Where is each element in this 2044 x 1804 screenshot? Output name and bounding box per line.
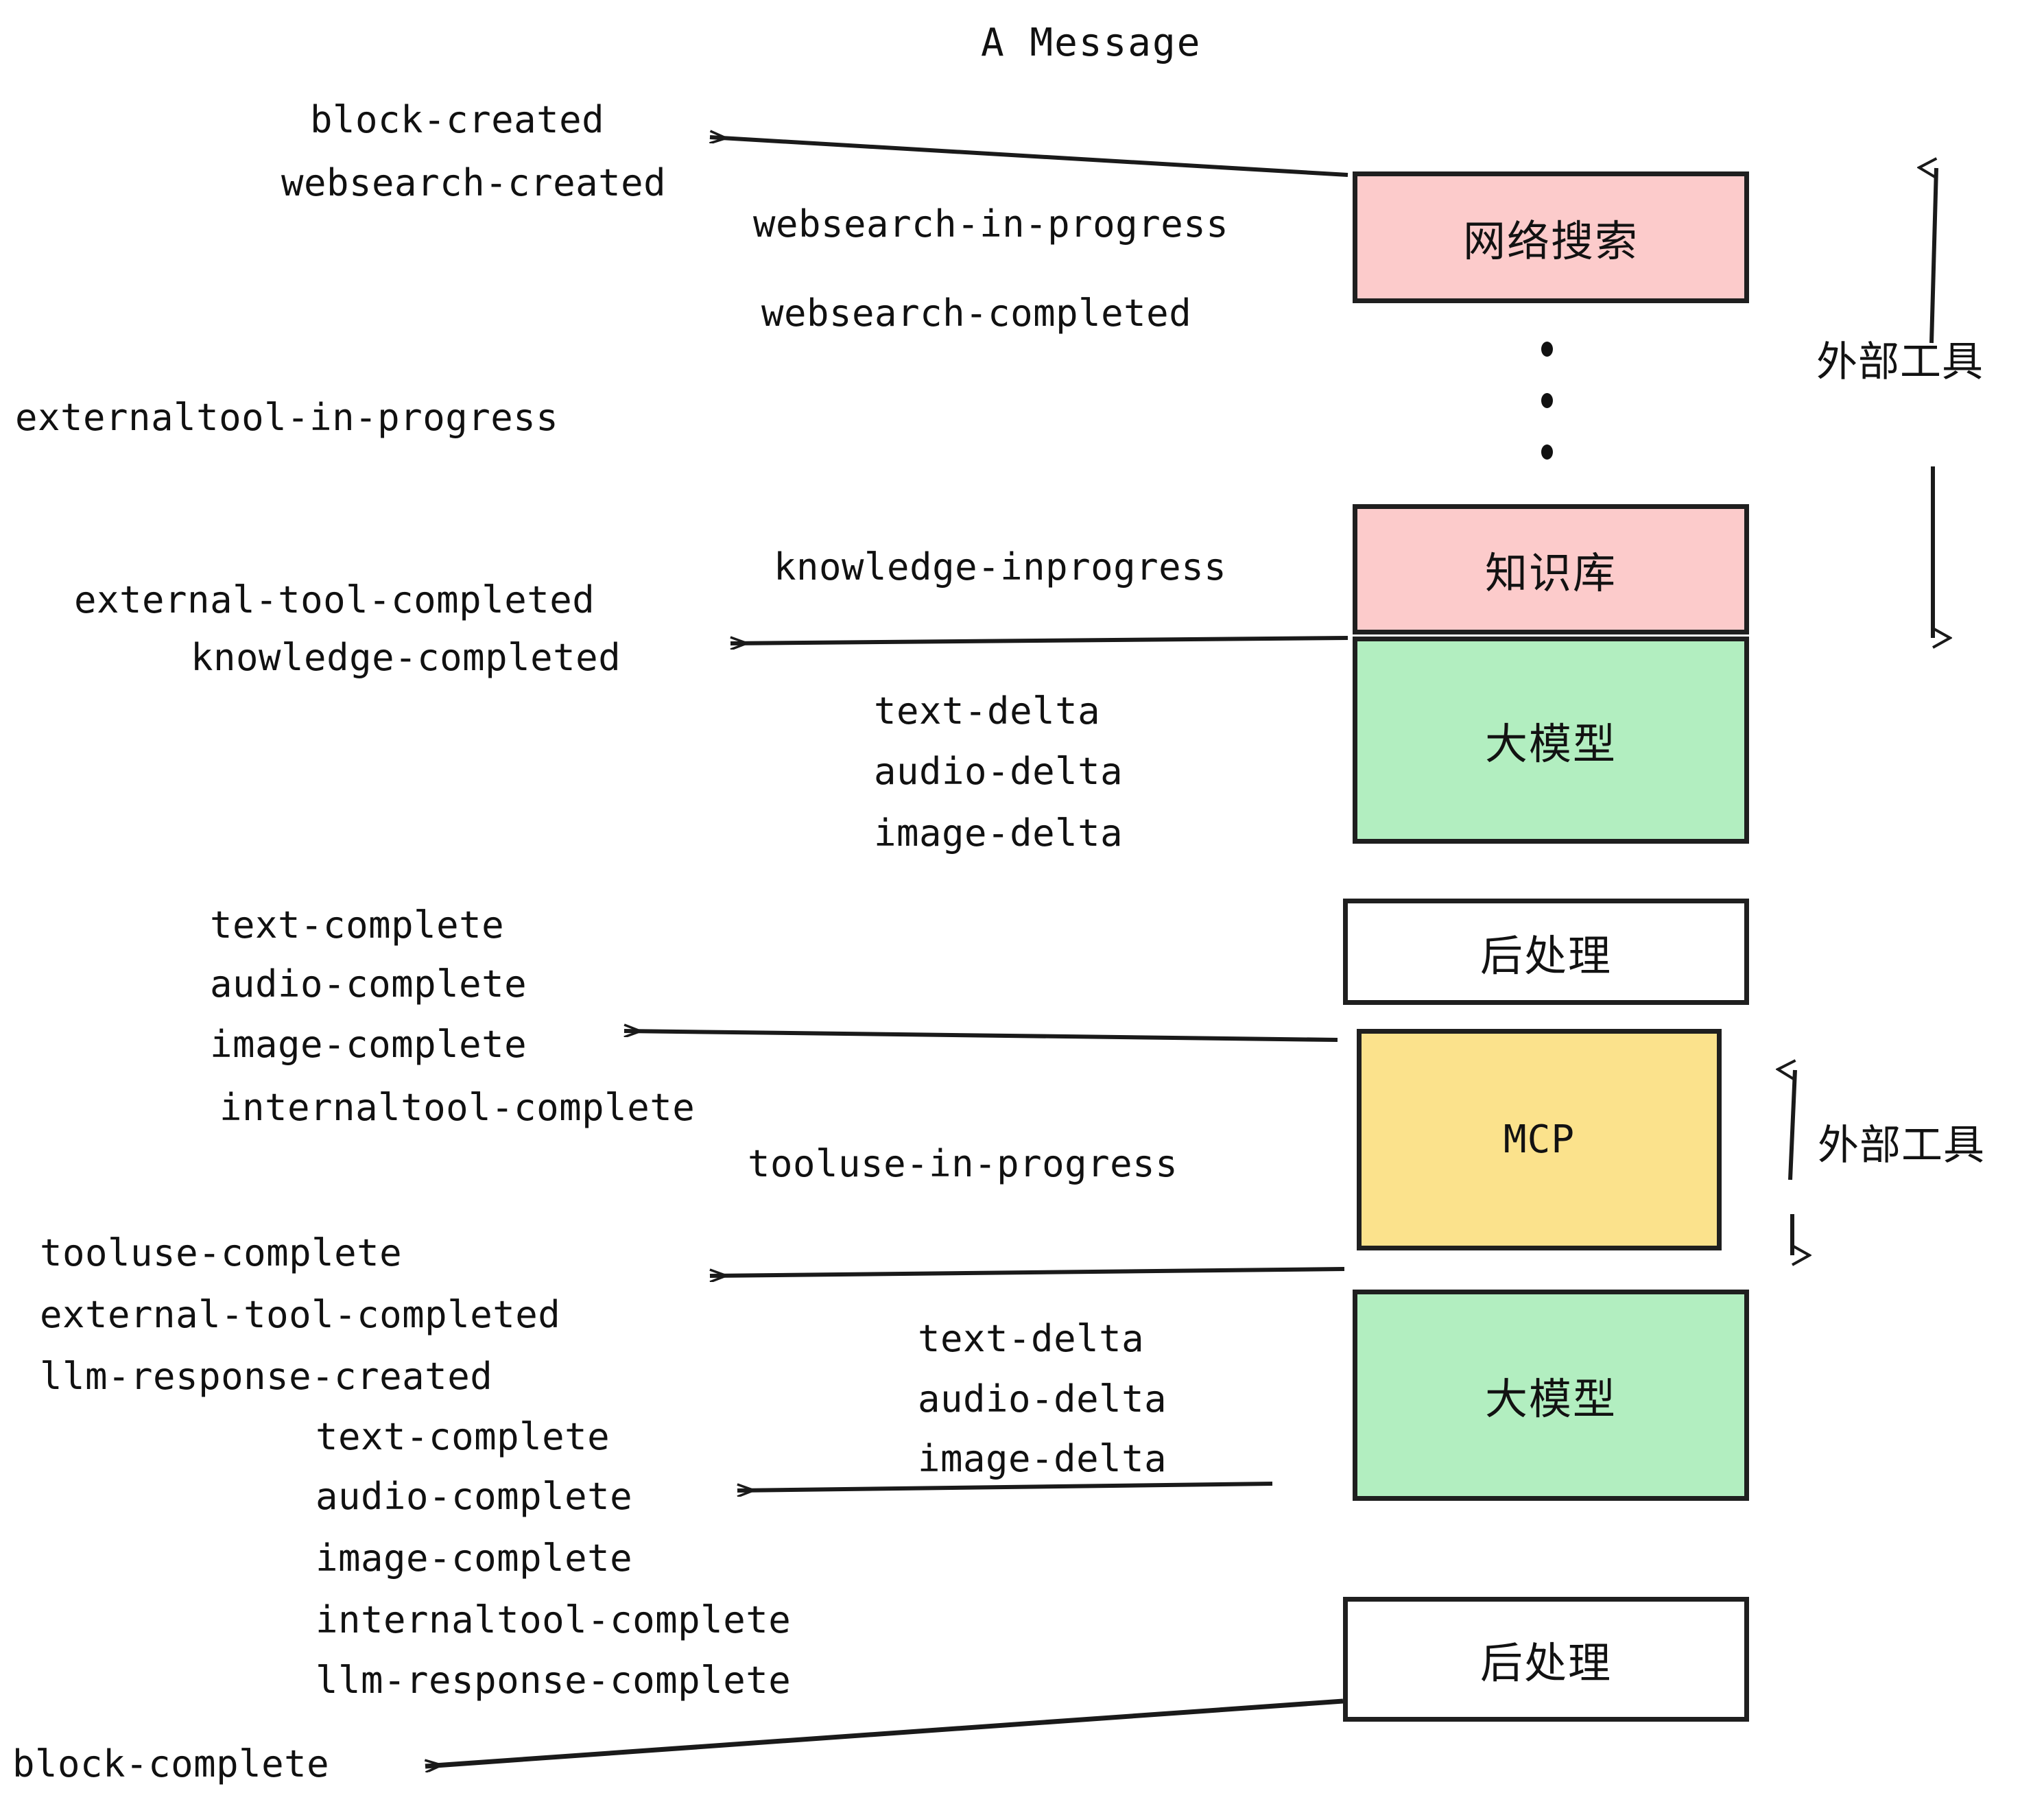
event-text-complete-1: text-complete [210,903,505,947]
event-websearch-created: websearch-created [281,161,667,204]
event-image-delta-2: image-delta [918,1437,1167,1480]
event-image-delta-1: image-delta [874,811,1124,855]
node-knowledge-label: 知识库 [1484,548,1617,598]
event-audio-delta-1: audio-delta [874,750,1124,793]
node-knowledge[interactable]: 知识库 [1353,504,1749,634]
node-mcp[interactable]: MCP [1357,1029,1722,1250]
bracket-external-tool-upper [1932,168,1936,638]
event-llm-response-created: llm-response-created [40,1355,493,1398]
node-postprocess-2-label: 后处理 [1479,1638,1612,1688]
event-audio-complete-1: audio-complete [210,962,527,1006]
event-block-complete: block-complete [12,1742,330,1785]
event-external-tool-completed-1: external-tool-completed [74,578,595,621]
arrow-knowledge-to-completed [730,636,1348,643]
ellipsis-dot-2 [1541,393,1553,408]
node-mcp-label: MCP [1503,1117,1576,1162]
node-llm-1[interactable]: 大模型 [1353,637,1749,844]
node-llm-2[interactable]: 大模型 [1353,1290,1749,1501]
arrow-websearch-to-created [710,137,1348,177]
event-audio-complete-2: audio-complete [316,1475,633,1518]
bracket-external-tool-lower [1790,1070,1795,1255]
event-knowledge-completed: knowledge-completed [191,636,621,679]
node-postprocess-1-label: 后处理 [1479,930,1612,981]
event-internaltool-complete-1: internaltool-complete [219,1086,696,1129]
event-websearch-in-progress: websearch-in-progress [753,202,1229,246]
page-title: A Message [981,21,1202,65]
ellipsis-dot-1 [1541,342,1553,357]
event-tooluse-complete: tooluse-complete [40,1231,403,1274]
side-label-external-tool-lower: 外部工具 [1818,1121,1985,1170]
node-postprocess-2[interactable]: 后处理 [1343,1597,1749,1722]
event-knowledge-inprogress: knowledge-inprogress [774,545,1227,589]
node-websearch[interactable]: 网络搜索 [1353,171,1749,303]
node-llm-1-label: 大模型 [1484,719,1617,769]
arrow-mcp-to-image-complete [624,1031,1338,1042]
event-text-delta-1: text-delta [874,689,1101,733]
ellipsis-dot-3 [1541,444,1553,460]
event-text-complete-2: text-complete [316,1415,610,1458]
arrow-llm2-to-tooluse-complete [710,1267,1345,1276]
side-label-external-tool-upper: 外部工具 [1816,338,1984,386]
event-external-tool-completed-2: external-tool-completed [40,1293,561,1336]
arrow-llm2-to-audio-complete [737,1482,1273,1491]
event-image-complete-1: image-complete [210,1023,527,1066]
event-tooluse-in-progress: tooluse-in-progress [748,1142,1178,1185]
vertical-ellipsis [1540,342,1554,460]
event-externaltool-in-progress: externaltool-in-progress [15,396,559,439]
event-llm-response-complete: llm-response-complete [316,1659,792,1702]
event-image-complete-2: image-complete [316,1536,633,1580]
arrow-postprocess2-to-block-complete [425,1698,1344,1766]
event-text-delta-2: text-delta [918,1317,1145,1360]
node-websearch-label: 网络搜索 [1462,216,1639,266]
node-postprocess-1[interactable]: 后处理 [1343,899,1749,1005]
event-websearch-completed: websearch-completed [761,292,1192,335]
event-block-created: block-created [310,98,605,141]
event-internaltool-complete-2: internaltool-complete [316,1598,792,1641]
node-llm-2-label: 大模型 [1484,1374,1617,1424]
event-audio-delta-2: audio-delta [918,1377,1167,1421]
